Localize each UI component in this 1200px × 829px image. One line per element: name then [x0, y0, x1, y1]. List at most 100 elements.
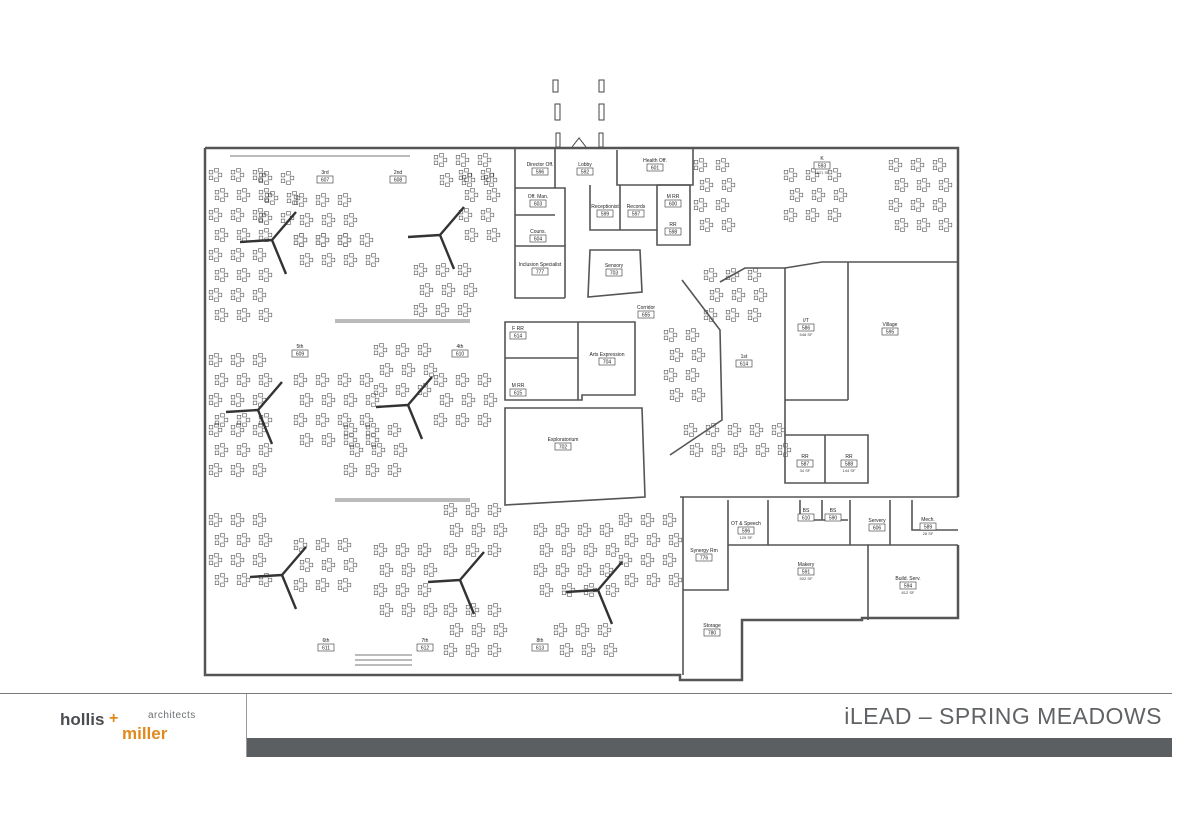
room-number: 609: [296, 352, 305, 358]
table-cluster: [583, 543, 598, 557]
table-cluster: [711, 443, 726, 457]
table-cluster: [715, 198, 730, 212]
table-cluster: [236, 573, 251, 587]
table-cluster: [747, 268, 762, 282]
room-name: Corridor: [637, 305, 655, 311]
table-cluster: [373, 383, 388, 397]
table-cluster: [252, 288, 267, 302]
table-cluster: [258, 171, 273, 185]
table-cluster: [471, 523, 486, 537]
table-cluster: [293, 413, 308, 427]
room-name: Servery: [868, 518, 886, 524]
room-number: 613: [536, 646, 545, 652]
room-number-box: [840, 459, 858, 468]
table-cluster: [433, 373, 448, 387]
table-cluster: [236, 188, 251, 202]
table-cluster: [208, 513, 223, 527]
table-cluster: [337, 193, 352, 207]
table-cluster: [605, 583, 620, 597]
table-cluster: [693, 158, 708, 172]
room-number-box: [576, 167, 594, 176]
table-cluster: [337, 373, 352, 387]
table-cluster: [230, 423, 245, 437]
room-number-box: [919, 522, 937, 531]
table-cluster: [561, 583, 576, 597]
room-number: 599: [601, 212, 610, 218]
table-cluster: [395, 543, 410, 557]
room-number: 614: [514, 334, 523, 340]
table-cluster: [827, 168, 842, 182]
table-cluster: [315, 538, 330, 552]
room-number-box: [605, 268, 623, 277]
table-cluster: [419, 283, 434, 297]
room-name: Lobby: [578, 162, 592, 168]
table-cluster: [465, 643, 480, 657]
table-cluster: [721, 178, 736, 192]
room-label: Director Off.596: [527, 162, 554, 176]
table-cluster: [373, 343, 388, 357]
room-number-box: [596, 209, 614, 218]
table-cluster: [805, 208, 820, 222]
table-cluster: [337, 413, 352, 427]
room-number-box: [695, 553, 713, 562]
room-name: 1st: [741, 354, 748, 360]
table-cluster: [487, 543, 502, 557]
windows: [230, 155, 470, 666]
room-name: Couns.: [530, 229, 546, 235]
table-cluster: [693, 198, 708, 212]
table-cluster: [443, 643, 458, 657]
room-area: 502 SF: [800, 576, 813, 581]
table-cluster: [605, 543, 620, 557]
room-number-box: [316, 175, 334, 184]
table-cluster: [230, 463, 245, 477]
table-cluster: [599, 523, 614, 537]
table-cluster: [214, 268, 229, 282]
table-cluster: [359, 373, 374, 387]
room-number: 614: [740, 362, 749, 368]
table-cluster: [293, 578, 308, 592]
room-number: 587: [801, 462, 810, 468]
room-name: F RR: [512, 326, 524, 332]
room-name: Health Off.: [643, 158, 667, 164]
table-cluster: [443, 543, 458, 557]
table-cluster: [321, 393, 336, 407]
table-cluster: [321, 558, 336, 572]
room-area: 129 SF: [740, 535, 753, 540]
table-cluster: [343, 253, 358, 267]
table-cluster: [725, 308, 740, 322]
table-cluster: [916, 218, 931, 232]
desk-pod: [225, 381, 283, 445]
table-cluster: [483, 393, 498, 407]
room-number: 586: [802, 326, 811, 332]
room-name: Exploratorium: [548, 437, 579, 443]
entry-canopy: [552, 79, 605, 148]
table-cluster: [258, 533, 273, 547]
table-cluster: [493, 623, 508, 637]
room-name: Receptionist: [591, 204, 619, 210]
logo-hollis: hollis: [60, 710, 105, 729]
room-name: Mech.: [921, 517, 935, 523]
table-cluster: [373, 543, 388, 557]
table-cluster: [910, 158, 925, 172]
room-number: 704: [603, 360, 612, 366]
table-cluster: [343, 463, 358, 477]
room-name: Synergy Rm: [690, 548, 718, 554]
table-cluster: [214, 443, 229, 457]
table-cluster: [208, 423, 223, 437]
room-number: 589: [924, 525, 933, 531]
room-number: 606: [873, 526, 882, 532]
table-cluster: [715, 158, 730, 172]
table-cluster: [833, 188, 848, 202]
table-cluster: [387, 423, 402, 437]
table-cluster: [365, 433, 380, 447]
table-cluster: [465, 503, 480, 517]
table-cluster: [685, 328, 700, 342]
room-number-box: [531, 643, 549, 652]
room-label: Servery 606: [868, 518, 886, 532]
table-cluster: [599, 563, 614, 577]
